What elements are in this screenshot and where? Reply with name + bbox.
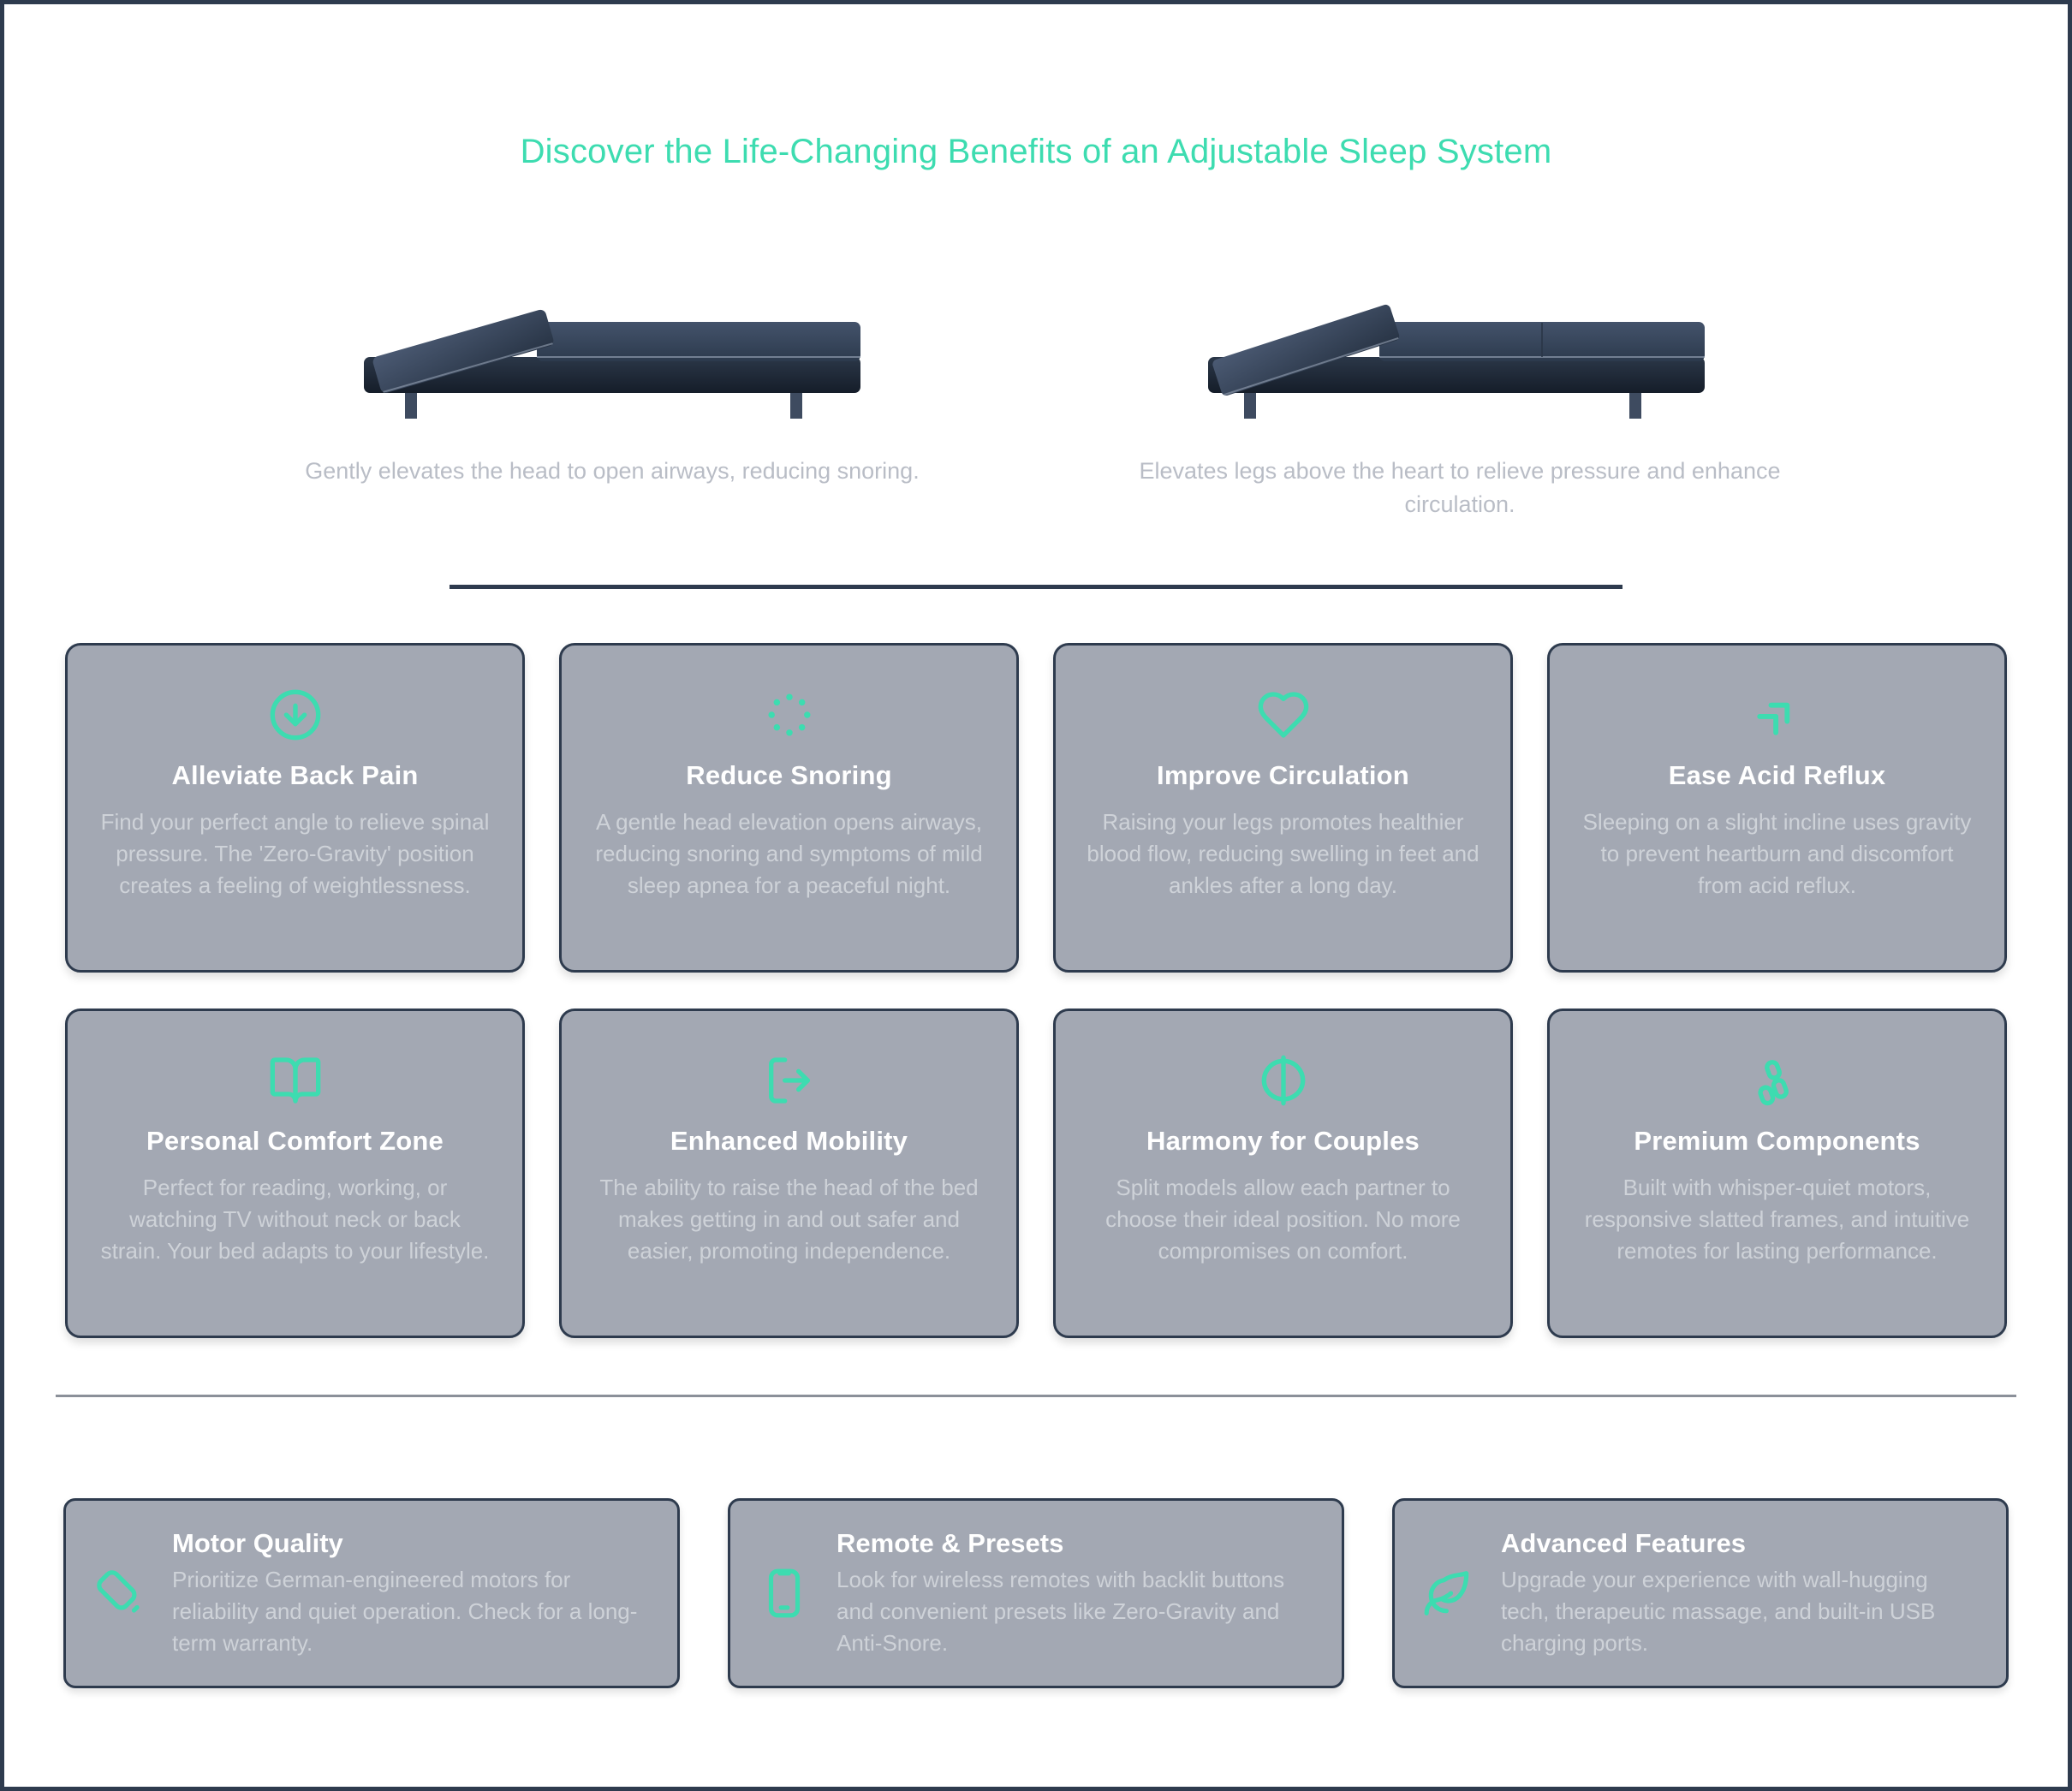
section-divider-bottom [56, 1395, 2016, 1398]
tip-card-desc: Upgrade your experience with wall-huggin… [1501, 1566, 1936, 1656]
feature-card-desc: Sleeping on a slight incline uses gravit… [1582, 809, 1972, 899]
feature-card[interactable]: Ease Acid Reflux Sleeping on a slight in… [1547, 643, 2007, 973]
feature-card-desc: The ability to raise the head of the bed… [599, 1175, 979, 1264]
tip-card-title: Advanced Features [1501, 1527, 1746, 1558]
feature-card-title: Alleviate Back Pain [171, 760, 419, 791]
tip-card[interactable]: Motor Quality Prioritize German-engineer… [63, 1498, 680, 1689]
header: Discover the Life-Changing Benefits of a… [4, 4, 2068, 172]
feature-card-title: Personal Comfort Zone [146, 1126, 444, 1157]
feature-card[interactable]: Premium Components Built with whisper-qu… [1547, 1009, 2007, 1339]
chevrons-up-icon [1750, 683, 1805, 747]
tip-card-body: Motor Quality Prioritize German-engineer… [172, 1528, 648, 1659]
arrow-down-circle-icon [268, 683, 323, 747]
tip-card-body: Advanced Features Upgrade your experienc… [1501, 1528, 1977, 1659]
heart-icon [1256, 683, 1311, 747]
tip-card[interactable]: Remote & Presets Look for wireless remot… [728, 1498, 1344, 1689]
feature-card[interactable]: Personal Comfort Zone Perfect for readin… [65, 1009, 525, 1339]
split-circle-icon [1256, 1049, 1311, 1112]
tip-card[interactable]: Advanced Features Upgrade your experienc… [1392, 1498, 2009, 1689]
feature-card[interactable]: Harmony for Couples Split models allow e… [1053, 1009, 1513, 1339]
feature-card-desc: Built with whisper-quiet motors, respons… [1584, 1175, 1970, 1264]
page-title: Discover the Life-Changing Benefits of a… [520, 133, 1552, 170]
feature-card-title: Enhanced Mobility [670, 1126, 908, 1157]
tip-card-title: Motor Quality [172, 1527, 343, 1558]
feature-card-desc: Find your perfect angle to relieve spina… [100, 809, 490, 899]
feature-card-desc: A gentle head elevation opens airways, r… [595, 809, 983, 899]
feature-card-title: Premium Components [1634, 1126, 1920, 1157]
tip-card-body: Remote & Presets Look for wireless remot… [837, 1528, 1313, 1659]
loader-dots-icon [762, 683, 817, 747]
feature-card-title: Improve Circulation [1157, 760, 1409, 791]
bed-legs-elevated-illustration [1186, 282, 1734, 419]
feature-card[interactable]: Reduce Snoring A gentle head elevation o… [559, 643, 1019, 973]
feature-card-title: Harmony for Couples [1146, 1126, 1420, 1157]
open-book-icon [268, 1049, 323, 1112]
section-divider-top [450, 585, 1622, 590]
tip-card-desc: Look for wireless remotes with backlit b… [837, 1566, 1285, 1656]
feature-card[interactable]: Improve Circulation Raising your legs pr… [1053, 643, 1513, 973]
bed-block-legs-elevated: Elevates legs above the heart to relieve… [1140, 282, 1781, 521]
bed-caption: Elevates legs above the heart to relieve… [1139, 458, 1781, 518]
log-out-icon [762, 1049, 817, 1112]
feature-card-desc: Raising your legs promotes healthier blo… [1087, 809, 1480, 899]
bed-head-elevated-illustration [338, 282, 886, 419]
tip-card-title: Remote & Presets [837, 1527, 1064, 1558]
feature-card-title: Ease Acid Reflux [1668, 760, 1886, 791]
feature-card-desc: Perfect for reading, working, or watchin… [100, 1175, 490, 1264]
bed-block-head-elevated: Gently elevates the head to open airways… [295, 282, 929, 488]
bed-illustrations-row: Gently elevates the head to open airways… [4, 282, 2068, 521]
feature-card[interactable]: Enhanced Mobility The ability to raise t… [559, 1009, 1019, 1339]
bed-caption: Gently elevates the head to open airways… [305, 458, 920, 484]
feature-card[interactable]: Alleviate Back Pain Find your perfect an… [65, 643, 525, 973]
feature-cards-grid: Alleviate Back Pain Find your perfect an… [4, 643, 2068, 1339]
tip-card-desc: Prioritize German-engineered motors for … [172, 1566, 638, 1656]
leaf-icon [1415, 1567, 1482, 1620]
git-branch-icon [1750, 1049, 1805, 1112]
feature-card-title: Reduce Snoring [686, 760, 892, 791]
tips-row: Motor Quality Prioritize German-engineer… [4, 1498, 2068, 1689]
feature-card-desc: Split models allow each partner to choos… [1105, 1175, 1461, 1264]
battery-icon [86, 1567, 153, 1620]
smartphone-icon [751, 1567, 818, 1620]
